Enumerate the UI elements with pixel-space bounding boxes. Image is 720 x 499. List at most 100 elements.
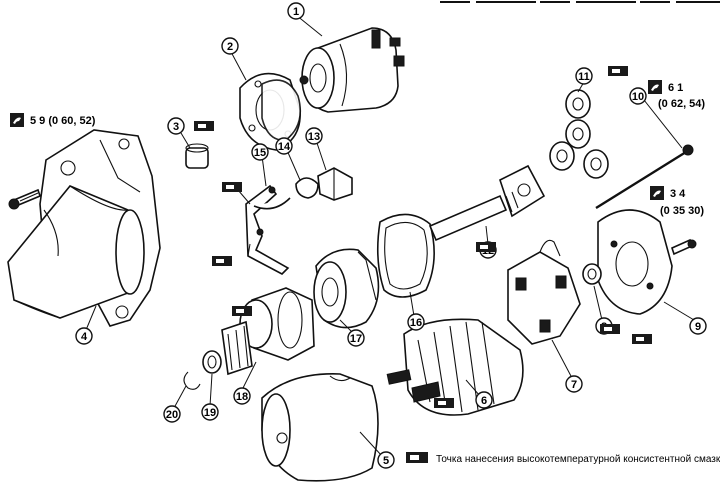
callout-number: 18 bbox=[236, 391, 248, 403]
callout-circle bbox=[163, 405, 181, 423]
torque-value-sub: (0 62, 54) bbox=[658, 98, 705, 110]
grease-symbol-group bbox=[194, 66, 652, 408]
callout-circle bbox=[475, 391, 493, 409]
grease-symbol-icon bbox=[232, 306, 252, 316]
callout-14: 14 bbox=[275, 137, 293, 155]
callout-4: 4 bbox=[75, 327, 93, 345]
yoke bbox=[261, 373, 379, 482]
stop-collar bbox=[202, 350, 222, 374]
torque-spec-34: 3 4 (0 35 30) bbox=[650, 186, 704, 217]
callout-circle bbox=[347, 329, 365, 347]
callout-circle bbox=[689, 317, 707, 335]
grease-symbol-icon bbox=[608, 66, 628, 76]
bolt-rear-cover bbox=[671, 238, 697, 256]
grease-symbol-icon bbox=[212, 256, 232, 266]
torque-value: 5 9 (0 60, 52) bbox=[30, 115, 96, 127]
callout-circle bbox=[377, 451, 395, 469]
planetary-gears bbox=[549, 89, 609, 179]
callout-number: 9 bbox=[695, 321, 701, 333]
callout-5: 5 bbox=[377, 451, 395, 469]
callout-11: 11 bbox=[575, 67, 593, 85]
legend: Точка нанесения высокотемпературной конс… bbox=[406, 452, 720, 465]
center-bracket bbox=[313, 248, 380, 329]
callout-number: 2 bbox=[227, 41, 233, 53]
callout-number: 19 bbox=[204, 407, 216, 419]
callout-circle bbox=[251, 143, 269, 161]
torque-spec-59: 5 9 (0 60, 52) bbox=[10, 113, 96, 127]
callout-20: 20 bbox=[163, 405, 181, 423]
grease-symbol-icon bbox=[476, 242, 496, 252]
field-seal bbox=[376, 213, 435, 298]
callout-number: 3 bbox=[173, 121, 179, 133]
shift-lever bbox=[245, 184, 291, 275]
callout-circle bbox=[287, 2, 305, 20]
callout-number: 7 bbox=[571, 379, 577, 391]
callout-circle bbox=[575, 67, 593, 85]
callout-circle bbox=[275, 137, 293, 155]
callout-17: 17 bbox=[347, 329, 365, 347]
gasket-plate bbox=[239, 72, 302, 151]
grease-symbol-icon bbox=[222, 182, 242, 192]
spring-plate bbox=[295, 177, 319, 199]
callout-number: 10 bbox=[632, 91, 644, 103]
torque-value: 6 1 bbox=[668, 82, 683, 94]
callout-number: 15 bbox=[254, 147, 266, 159]
solenoid-switch bbox=[299, 27, 405, 113]
callout-circle bbox=[565, 375, 583, 393]
callout-circle bbox=[75, 327, 93, 345]
torque-wrench-icon bbox=[10, 113, 24, 127]
rear-cover bbox=[597, 209, 673, 315]
grease-symbol-icon bbox=[434, 398, 454, 408]
callout-9: 9 bbox=[689, 317, 707, 335]
callout-3: 3 bbox=[167, 117, 185, 135]
callout-number: 1 bbox=[293, 6, 299, 18]
torque-value-sub: (0 35 30) bbox=[660, 205, 704, 217]
callout-10: 10 bbox=[629, 87, 647, 105]
callout-16: 16 bbox=[407, 313, 425, 331]
callout-circle bbox=[221, 37, 239, 55]
grease-symbol-icon bbox=[406, 452, 428, 463]
callout-number: 13 bbox=[308, 131, 320, 143]
callout-number: 14 bbox=[278, 141, 291, 153]
callout-number: 20 bbox=[166, 409, 178, 421]
callout-number: 16 bbox=[410, 317, 422, 329]
callout-18: 18 bbox=[233, 387, 251, 405]
callout-7: 7 bbox=[565, 375, 583, 393]
callout-2: 2 bbox=[221, 37, 239, 55]
callout-circle bbox=[629, 87, 647, 105]
front-housing bbox=[7, 129, 161, 327]
callout-circle bbox=[167, 117, 185, 135]
armature bbox=[386, 318, 524, 416]
callout-13: 13 bbox=[305, 127, 323, 145]
torque-value: 3 4 bbox=[670, 188, 686, 200]
callout-number: 11 bbox=[578, 71, 590, 83]
rear-bushing bbox=[582, 263, 602, 285]
callout-19: 19 bbox=[201, 403, 219, 421]
callout-circle bbox=[305, 127, 323, 145]
callout-number: 4 bbox=[81, 331, 88, 343]
callout-6: 6 bbox=[475, 391, 493, 409]
torque-spec-61: 6 1 (0 62, 54) bbox=[648, 80, 705, 110]
callout-number: 6 bbox=[481, 395, 487, 407]
torque-wrench-icon bbox=[648, 80, 662, 94]
callout-circle bbox=[407, 313, 425, 331]
overrunning-clutch bbox=[221, 287, 315, 376]
callout-group: 1234567891011121314151617181920 bbox=[75, 2, 707, 469]
snap-ring bbox=[183, 371, 201, 390]
lever-holder bbox=[317, 167, 353, 201]
callout-circle bbox=[201, 403, 219, 421]
callout-number: 5 bbox=[383, 455, 389, 467]
legend-text: Точка нанесения высокотемпературной конс… bbox=[436, 454, 720, 465]
grease-symbol-icon bbox=[600, 324, 620, 334]
callout-1: 1 bbox=[287, 2, 305, 20]
through-bolt bbox=[595, 144, 694, 210]
leader-lines bbox=[85, 14, 695, 457]
bolt-front-housing bbox=[8, 188, 41, 210]
grease-symbol-icon bbox=[194, 121, 214, 131]
callout-15: 15 bbox=[251, 143, 269, 161]
torque-wrench-icon bbox=[650, 186, 664, 200]
brush-holder bbox=[507, 239, 581, 345]
bushing bbox=[185, 143, 209, 169]
